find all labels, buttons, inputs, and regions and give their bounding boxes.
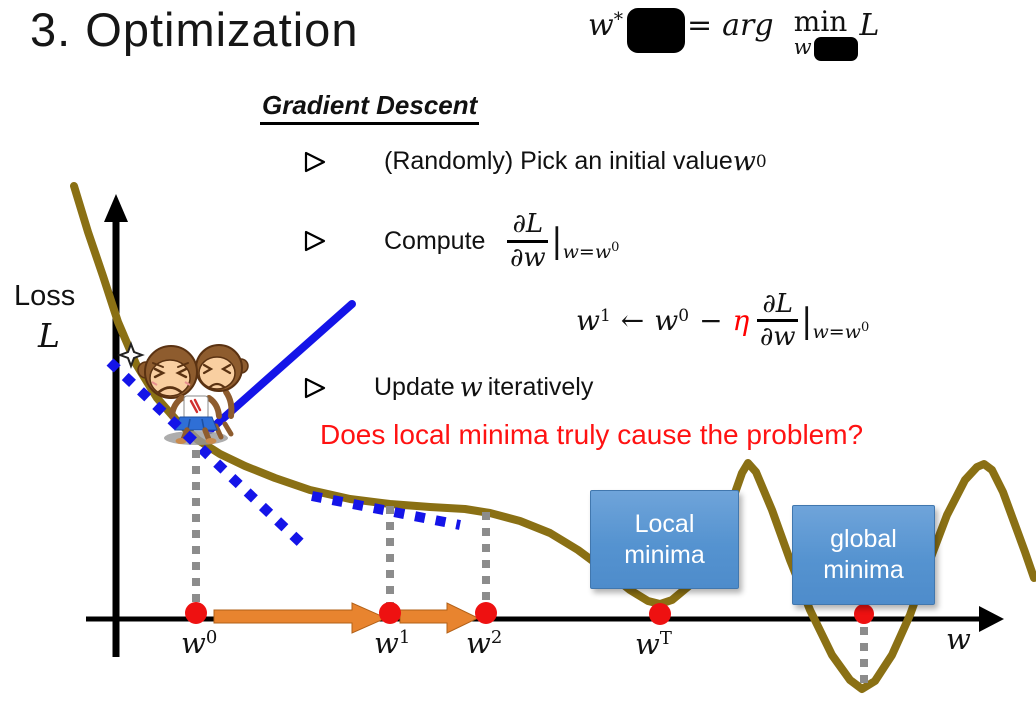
update-lhs: w1: [576, 304, 611, 338]
sparkle-icon: [117, 341, 145, 369]
evaluation-bar: |: [801, 300, 813, 341]
assign-arrow: ←: [620, 304, 645, 338]
bullet-pick-initial: (Randomly) Pick an initial value w 0: [304, 146, 767, 177]
x-axis-arrowhead-icon: [979, 606, 1004, 632]
monkey-rear: [195, 344, 249, 440]
monkey-illustration: [117, 341, 249, 445]
equals-sign: =: [686, 8, 713, 43]
arrow-bullet-icon: [304, 377, 326, 398]
min-operator: min w: [784, 8, 858, 61]
global-minima-line2: minima: [823, 556, 904, 584]
objective-lhs: w*: [588, 8, 623, 43]
redaction-box-large: [626, 8, 685, 53]
global-minima-line1: global: [830, 525, 897, 553]
fraction-numerator: ∂L: [507, 210, 549, 243]
min-text: min: [793, 5, 848, 38]
tick-label-w2: w2: [466, 626, 503, 660]
monkey-front: [137, 345, 198, 399]
redaction-box-small: [813, 37, 858, 61]
tangent-line-dotted-w1: [311, 491, 461, 530]
x-axis-label: w: [946, 622, 971, 656]
page-title: 3. Optimization: [30, 3, 359, 56]
local-minima-question: Does local minima truly cause the proble…: [320, 419, 864, 450]
local-minima-line1: Local: [634, 509, 695, 538]
compute-label: Compute: [384, 226, 486, 255]
point-w2-dot: [475, 602, 497, 624]
w-var: w: [459, 372, 483, 403]
arrow-bullet-icon: [304, 151, 326, 172]
iterate-points: [185, 602, 874, 625]
point-wT-dot: [649, 603, 671, 625]
bullet-pick-initial-text: (Randomly) Pick an initial value: [384, 147, 733, 175]
monkey-body: [169, 395, 222, 444]
loss-symbol-formula: L: [859, 8, 880, 43]
point-global-min-dot: [854, 604, 874, 624]
tick-label-w0: w0: [181, 626, 218, 660]
local-minima-line2: minima: [624, 540, 705, 569]
point-w1-dot: [379, 602, 401, 624]
objective-formula: w* = arg min w L: [588, 8, 879, 61]
point-w0-dot: [185, 602, 207, 624]
evaluation-subscript: w=w0: [562, 240, 620, 263]
learning-rate-eta: η: [732, 304, 750, 338]
fraction-numerator: ∂L: [757, 290, 799, 323]
tick-label-wT: wT: [635, 627, 672, 661]
fraction-denominator: ∂w: [759, 322, 796, 353]
gradient-fraction: ∂L ∂w: [507, 210, 549, 273]
minus-sign: −: [699, 304, 723, 338]
step-arrow-w1-w2: [399, 602, 480, 634]
bullet-compute-gradient: Compute ∂L ∂w | w=w0: [304, 202, 619, 280]
local-minima-box: Local minima: [590, 490, 739, 589]
min-subscript-w: w: [793, 35, 812, 59]
gradient-fraction: ∂L ∂w: [757, 290, 799, 353]
w0-var-sup: 0: [755, 151, 767, 172]
arrow-bullet-icon: [304, 230, 326, 252]
bullet-update-pre: Update: [374, 373, 455, 401]
fraction-denominator: ∂w: [509, 242, 546, 273]
w0-var: w: [732, 146, 756, 177]
section-heading: Gradient Descent: [260, 90, 480, 125]
guide-lines: [192, 450, 868, 683]
global-minima-box: global minima: [792, 505, 935, 605]
arg-text: arg: [722, 8, 774, 43]
y-axis-label: Loss: [14, 280, 76, 312]
evaluation-bar: |: [551, 221, 563, 261]
step-arrow-w0-w1: [213, 602, 388, 634]
tick-label-w1: w1: [374, 626, 411, 660]
update-rhs: w0: [654, 304, 690, 338]
update-rule-formula: w1 ← w0 − η ∂L ∂w | w=w0: [576, 290, 869, 351]
bullet-update-post: iteratively: [487, 373, 594, 401]
y-axis-symbol: L: [38, 316, 60, 355]
y-axis-arrowhead-icon: [104, 194, 128, 222]
tangent-line-dotted-w0: [106, 358, 306, 548]
bullet-update-iteratively: Update w iteratively: [304, 372, 593, 403]
loss-curve: [70, 182, 1036, 693]
evaluation-subscript: w=w0: [812, 319, 870, 343]
